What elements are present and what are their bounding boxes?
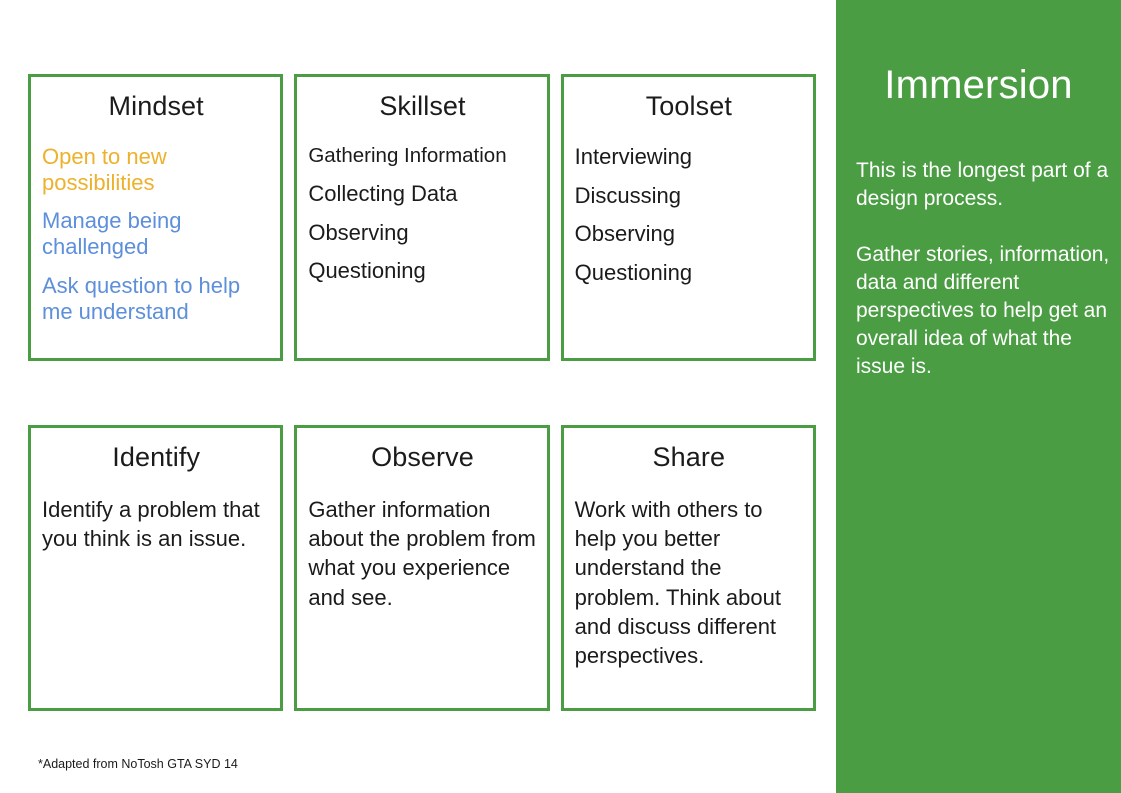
footnote-attribution: *Adapted from NoTosh GTA SYD 14 <box>38 757 238 771</box>
skillset-list: Gathering Information Collecting Data Ob… <box>308 144 536 284</box>
list-item: Observing <box>574 221 675 247</box>
panel-body: This is the longest part of a design pro… <box>836 157 1121 380</box>
list-item: Questioning <box>308 258 426 284</box>
slide-left-region: Mindset Open to new possibilities Manage… <box>28 74 816 771</box>
card-paragraph: Gather information about the problem fro… <box>308 496 536 610</box>
list-item: Manage being challenged <box>42 208 182 260</box>
card-body-mindset: Open to new possibilities Manage being c… <box>42 144 270 324</box>
panel-title-immersion: Immersion <box>884 63 1073 107</box>
panel-paragraph-1: This is the longest part of a design pro… <box>856 159 1109 210</box>
immersion-panel: Immersion This is the longest part of a … <box>836 0 1121 793</box>
card-body-identify: Identify a problem that you think is an … <box>42 495 270 554</box>
list-item: Interviewing <box>574 143 693 169</box>
card-title-skillset: Skillset <box>379 91 466 121</box>
card-title-toolset: Toolset <box>645 91 732 121</box>
list-item: Questioning <box>574 260 693 286</box>
list-item: Discussing <box>574 182 682 208</box>
list-item: Ask question to help me understand <box>42 272 241 324</box>
card-grid: Mindset Open to new possibilities Manage… <box>28 74 816 711</box>
card-paragraph: Identify a problem that you think is an … <box>42 496 260 552</box>
card-toolset[interactable]: Toolset Interviewing Discussing Observin… <box>560 74 816 361</box>
panel-paragraph-2: Gather stories, information, data and di… <box>856 242 1110 378</box>
card-row-bottom: Identify Identify a problem that you thi… <box>28 425 816 711</box>
card-skillset[interactable]: Skillset Gathering Information Collectin… <box>294 74 550 361</box>
card-observe[interactable]: Observe Gather information about the pro… <box>294 425 550 711</box>
card-title-share: Share <box>652 442 726 472</box>
card-body-toolset: Interviewing Discussing Observing Questi… <box>575 144 803 286</box>
card-mindset[interactable]: Mindset Open to new possibilities Manage… <box>28 74 284 361</box>
card-paragraph: Work with others to help you better unde… <box>574 496 781 669</box>
list-item: Open to new possibilities <box>42 143 167 195</box>
mindset-list: Open to new possibilities Manage being c… <box>42 144 270 324</box>
card-title-observe: Observe <box>371 442 474 472</box>
card-row-top: Mindset Open to new possibilities Manage… <box>28 74 816 361</box>
toolset-list: Interviewing Discussing Observing Questi… <box>575 144 803 286</box>
card-title-mindset: Mindset <box>108 91 204 121</box>
card-body-observe: Gather information about the problem fro… <box>308 495 536 612</box>
list-item: Observing <box>308 219 409 245</box>
card-share[interactable]: Share Work with others to help you bette… <box>560 425 816 711</box>
card-identify[interactable]: Identify Identify a problem that you thi… <box>28 425 284 711</box>
card-body-share: Work with others to help you better unde… <box>575 495 803 671</box>
card-body-skillset: Gathering Information Collecting Data Ob… <box>308 144 536 284</box>
list-item: Collecting Data <box>308 180 458 206</box>
list-item: Gathering Information <box>308 143 507 167</box>
card-title-identify: Identify <box>112 442 201 472</box>
